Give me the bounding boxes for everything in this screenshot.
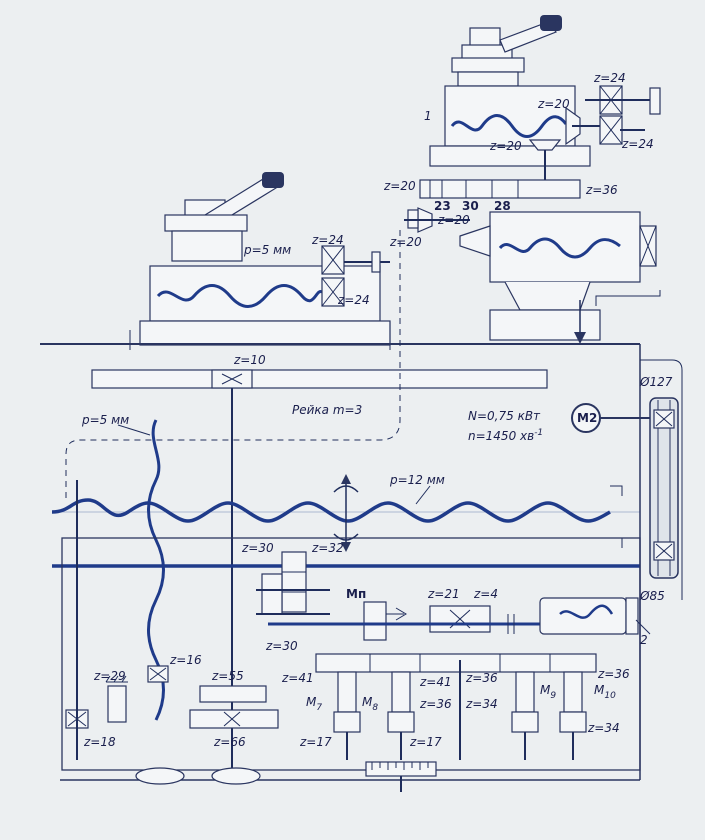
tool-lever-knob xyxy=(262,172,284,188)
label-z55: z=55 xyxy=(211,669,244,683)
rack-bar xyxy=(91,369,548,389)
cross-slide-assembly xyxy=(404,15,661,344)
motor-drive xyxy=(571,359,683,600)
label-clutch: Mп xyxy=(346,587,366,601)
label-z16: z=16 xyxy=(169,653,202,667)
label-z4: z=4 xyxy=(473,587,498,601)
label-speed: n=1450 хв-1 xyxy=(468,428,543,443)
worm-housing xyxy=(539,597,627,635)
label-cross-z20-left: z=20 xyxy=(383,179,416,193)
label-z17-mid: z=17 xyxy=(409,735,442,749)
label-z36-right: z=36 xyxy=(597,667,630,681)
label-z41-mid: z=41 xyxy=(419,675,452,689)
lead-screw xyxy=(51,498,611,523)
label-rack-23: 23 xyxy=(434,199,451,213)
gear-block-z32 xyxy=(281,551,307,613)
handwheel-mid[interactable] xyxy=(211,767,261,785)
label-z29: z=29 xyxy=(93,669,126,683)
label-cross-z20-small: z=20 xyxy=(437,213,470,227)
gear-row xyxy=(315,653,597,673)
label-rack-28: 28 xyxy=(494,199,511,213)
label-pulley-bottom: Ø85 xyxy=(639,589,665,603)
marker-2: 2 xyxy=(640,633,648,647)
label-m7: M7 xyxy=(306,695,322,713)
label-z34-right: z=34 xyxy=(587,721,620,735)
label-rack: Рейка m=3 xyxy=(292,403,362,417)
label-z30-bottom: z=30 xyxy=(265,639,298,653)
marker-1: 1 xyxy=(424,109,432,123)
label-z30-top: z=30 xyxy=(241,541,274,555)
label-z34-mid: z=34 xyxy=(465,697,498,711)
apron-gearbox xyxy=(65,480,651,792)
label-z18: z=18 xyxy=(83,735,116,749)
label-pitch-main: p=12 мм xyxy=(389,473,445,487)
label-long-z24-top: z=24 xyxy=(311,233,344,247)
machine-bed xyxy=(40,230,641,781)
label-z36-low: z=36 xyxy=(419,697,452,711)
label-long-z24-bottom: z=24 xyxy=(337,293,370,307)
label-cross-z20-lower: z=20 xyxy=(489,139,522,153)
label-power: N=0,75 кВт xyxy=(468,409,541,423)
handwheel-left[interactable] xyxy=(135,767,185,785)
label-z41-left: z=41 xyxy=(281,671,314,685)
label-cross-z24-bottom: z=24 xyxy=(621,137,654,151)
label-z21: z=21 xyxy=(427,587,460,601)
label-pitch-left: p=5 мм xyxy=(81,413,129,427)
label-cross-z24-top: z=24 xyxy=(593,71,626,85)
label-z10: z=10 xyxy=(233,353,266,367)
label-z32: z=32 xyxy=(311,541,344,555)
label-long-pitch: p=5 мм xyxy=(243,243,291,257)
cross-screw xyxy=(450,114,568,138)
dial-scale xyxy=(365,761,437,777)
clutch-mn xyxy=(363,601,387,641)
label-motor: M2 xyxy=(577,411,597,425)
label-m9: M9 xyxy=(540,683,556,701)
belt-drive xyxy=(649,397,679,579)
label-z36-mid: z=36 xyxy=(465,671,498,685)
label-z66: z=66 xyxy=(213,735,246,749)
tailstock-center xyxy=(459,225,491,257)
handle-knob xyxy=(540,15,562,31)
label-m10: M10 xyxy=(594,683,616,701)
label-z17-left: z=17 xyxy=(299,735,332,749)
label-cross-z20-side: z=20 xyxy=(389,235,422,249)
rack-row xyxy=(419,179,581,199)
carriage-screw xyxy=(156,284,323,308)
label-cross-z36-right: z=36 xyxy=(585,183,618,197)
label-cross-z20-bevel: z=20 xyxy=(537,97,570,111)
label-pulley-top: Ø127 xyxy=(639,375,673,389)
label-m8: M8 xyxy=(362,695,378,713)
label-rack-30: 30 xyxy=(462,199,479,213)
